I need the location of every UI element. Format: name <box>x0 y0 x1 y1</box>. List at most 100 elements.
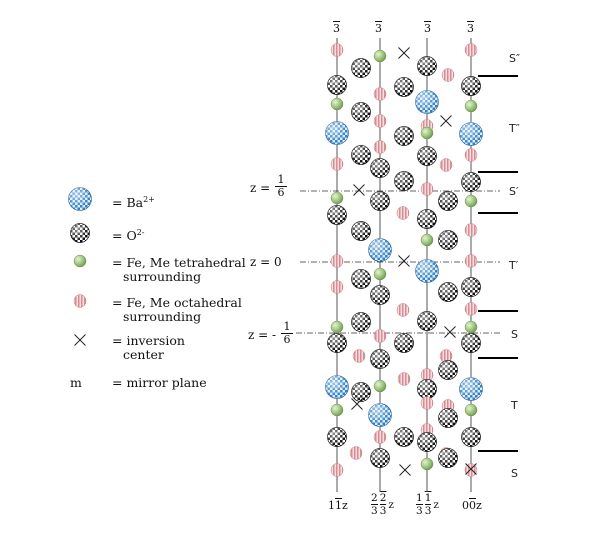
fraction-numerator: 2 <box>371 492 378 504</box>
fraction-denominator: 3 <box>416 504 423 517</box>
z-prefix: z = - <box>248 328 277 342</box>
oxygen-atom-10-highlight <box>461 76 481 96</box>
oxygen-atom-8-highlight <box>327 75 347 95</box>
ba-atom-81-highlight <box>368 403 392 427</box>
inversion-stroke-b <box>74 334 86 346</box>
oxygen-atom-35-highlight <box>438 191 458 211</box>
z-label-zero: z = 0 <box>250 255 282 269</box>
legend-superscript: 2+ <box>143 195 155 204</box>
oxygen-atom-3-highlight <box>417 56 437 76</box>
octahedral-site-73 <box>397 372 411 386</box>
legend-text: = Ba <box>112 195 144 211</box>
oxygen-atom-40-highlight <box>351 221 371 241</box>
legend-tetrahedral-label: = Fe, Me tetrahedral surrounding <box>112 256 246 284</box>
layer-label-s-double-prime: S″ <box>509 52 521 65</box>
axis-part-overbar: 1 <box>335 499 342 512</box>
fraction-numerator: 1 <box>283 320 291 333</box>
inversion-stroke-b <box>444 326 456 338</box>
oxygen-atom-58-highlight <box>417 311 437 331</box>
legend-text: = O <box>112 228 137 244</box>
octahedral-site-62 <box>373 329 387 343</box>
axis-part: z <box>433 498 439 511</box>
fraction-denominator: 6 <box>275 186 287 199</box>
fraction-denominator: 3 <box>379 504 387 517</box>
layer-label-t: T <box>511 399 518 412</box>
oxygen-atom-27-highlight <box>370 158 390 178</box>
octahedral-site-0 <box>330 43 344 57</box>
oxygen-atom-53-highlight <box>438 282 458 302</box>
top-symmetry-label-3: 3 <box>424 22 431 35</box>
octahedral-site-38 <box>396 206 410 220</box>
inversion-center-15 <box>440 115 452 127</box>
axis-part-overbar: 0 <box>469 499 476 512</box>
legend-text: surrounding <box>123 309 202 324</box>
inversion-center-2 <box>398 47 410 59</box>
ba-atom-19-highlight <box>459 122 483 146</box>
layer-label-t-double-prime: T″ <box>509 122 520 135</box>
octahedral-site-66 <box>352 349 366 363</box>
octahedral-site-31 <box>420 182 434 196</box>
legend-symbols <box>68 187 92 346</box>
oxygen-atom-39-highlight <box>417 209 437 229</box>
fraction-numerator-overbar: 2 <box>379 492 387 504</box>
legend-inversion-label: = inversion center <box>112 334 185 362</box>
fraction-numerator: 1 <box>277 173 285 186</box>
atoms <box>325 43 483 477</box>
octahedral-site-89 <box>349 446 363 460</box>
tetrahedral-site-21 <box>420 126 434 140</box>
ba-atom-12-highlight <box>415 90 439 114</box>
oxygen-atom-20-highlight <box>394 126 414 146</box>
legend-text: = Fe, Me octahedral <box>112 295 242 310</box>
octahedral-site-26 <box>330 157 344 171</box>
ba-atom-72-highlight <box>325 375 349 399</box>
inversion-stroke-b <box>399 464 411 476</box>
oxygen-atom-51-highlight <box>461 277 481 297</box>
inversion-stroke-b <box>351 398 363 410</box>
oxygen-atom-68-highlight <box>370 349 390 369</box>
legend-inversion-symbol <box>74 334 86 346</box>
legend-octahedral-symbol <box>73 294 87 308</box>
oxygen-atom-76-highlight <box>417 379 437 399</box>
rotoinversion-3-bar: 3 <box>424 22 431 35</box>
legend-o-label: = O2- <box>112 226 145 243</box>
axis-label-1-1bar-z: 11z <box>328 499 348 512</box>
octahedral-site-45 <box>330 254 344 268</box>
octahedral-site-55 <box>396 303 410 317</box>
oxygen-atom-34-highlight <box>370 191 390 211</box>
oxygen-atom-24-highlight <box>417 146 437 166</box>
octahedral-site-7 <box>441 68 455 82</box>
oxygen-atom-37-highlight <box>327 205 347 225</box>
oxygen-atom-16-highlight <box>351 102 371 122</box>
layer-label-t-prime: T′ <box>509 259 519 272</box>
legend-octahedral-label: = Fe, Me octahedral surrounding <box>112 296 242 324</box>
inversion-center-32 <box>353 184 365 196</box>
oxygen-atom-49-highlight <box>351 269 371 289</box>
oxygen-atom-6-highlight <box>394 77 414 97</box>
fraction-denominator: 6 <box>281 333 293 346</box>
z-label-minus-one-sixth: z = - <box>248 328 276 342</box>
inversion-stroke-b <box>398 47 410 59</box>
tetrahedral-site-71 <box>373 379 387 393</box>
tetrahedral-site-13 <box>464 99 478 113</box>
top-symmetry-label-2: 3 <box>375 22 382 35</box>
axis-part: z <box>388 498 394 511</box>
oxygen-atom-69-highlight <box>438 360 458 380</box>
octahedral-site-47 <box>464 254 478 268</box>
axis-part: z <box>342 499 348 512</box>
oxygen-atom-88-highlight <box>461 427 481 447</box>
axis-label-0-0bar-z: 00z <box>462 499 482 512</box>
octahedral-site-52 <box>330 280 344 294</box>
oxygen-atom-57-highlight <box>351 312 371 332</box>
octahedral-site-56 <box>464 302 478 316</box>
oxygen-atom-63-highlight <box>327 333 347 353</box>
fraction-denominator: 3 <box>424 504 432 517</box>
z-label-plus-one-sixth: z = <box>250 181 270 195</box>
rotoinversion-3-bar: 3 <box>333 22 340 35</box>
legend-tetrahedral-symbol <box>73 254 87 268</box>
tetrahedral-site-96 <box>420 457 434 471</box>
legend-text: center <box>123 347 164 362</box>
ba-atom-48-highlight <box>415 259 439 283</box>
tetrahedral-site-80 <box>464 403 478 417</box>
fraction-denominator: 3 <box>371 504 378 517</box>
